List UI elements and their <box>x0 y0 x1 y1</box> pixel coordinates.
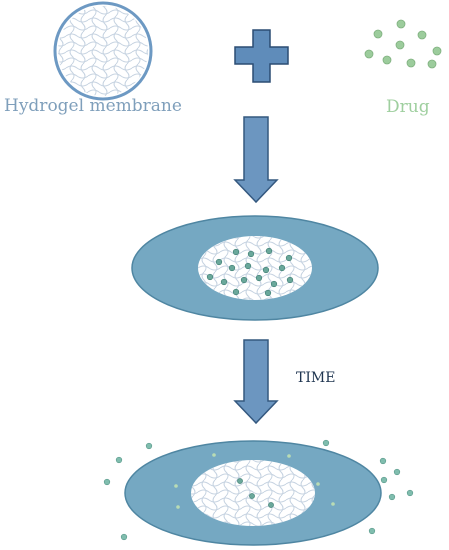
drug-dots <box>364 19 442 69</box>
plus-icon <box>234 29 289 83</box>
loaded-hydrogel-disc <box>131 215 379 321</box>
released-drug-dots <box>103 439 414 541</box>
remaining-drug-dots <box>237 478 274 508</box>
faint-drug-dots <box>174 453 335 509</box>
hydrogel-membrane <box>53 1 153 101</box>
down-arrow-icon <box>233 339 279 425</box>
down-arrow-icon <box>233 116 279 204</box>
releasing-hydrogel-disc <box>124 440 382 546</box>
time-label: TIME <box>296 370 336 386</box>
loaded-drug-dots <box>206 247 294 297</box>
hydrogel-membrane-label: Hydrogel membrane <box>4 96 182 116</box>
drug-label: Drug <box>386 97 430 117</box>
